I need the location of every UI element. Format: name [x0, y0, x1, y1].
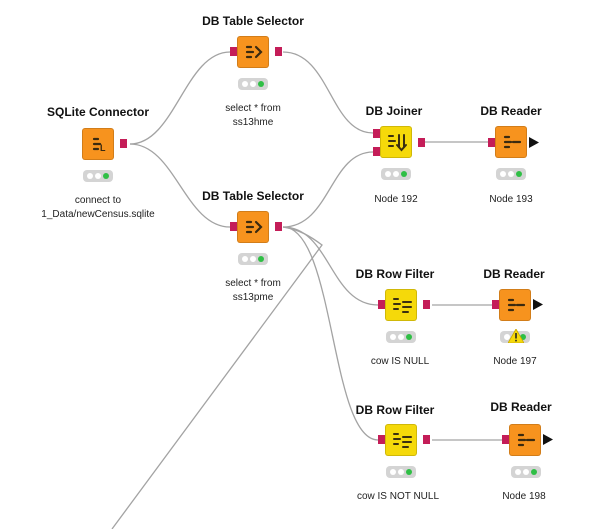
- connection-selector2-to-offscreen: [111, 226, 323, 529]
- connection-selector2-to-filter1: [282, 226, 379, 306]
- output-port-db[interactable]: [423, 300, 430, 309]
- warning-icon[interactable]: [508, 329, 524, 343]
- output-port-db[interactable]: [120, 139, 127, 148]
- node-label: cow IS NULL: [370, 356, 430, 367]
- row-filter-icon: [393, 298, 412, 313]
- node-label: Node 198: [502, 491, 546, 502]
- status-indicator: [381, 168, 411, 180]
- node-title: SQLite Connector: [46, 105, 150, 119]
- connection-selector1-to-joiner: [282, 51, 374, 134]
- reader-icon: [507, 298, 526, 312]
- node-box[interactable]: [385, 424, 417, 456]
- reader-icon: [517, 433, 536, 447]
- status-indicator: [238, 253, 268, 265]
- node-label: cow IS NOT NULL: [356, 491, 440, 502]
- node-title: DB Table Selector: [202, 189, 304, 203]
- joiner-icon: [388, 134, 407, 152]
- node-title: DB Row Filter: [355, 403, 435, 417]
- node-title: DB Reader: [480, 104, 542, 118]
- node-box[interactable]: [380, 126, 412, 158]
- input-port-db[interactable]: [492, 300, 499, 309]
- output-port-data[interactable]: [533, 299, 543, 310]
- node-label-line2: 1_Data/newCensus.sqlite: [41, 209, 155, 220]
- node-box[interactable]: [495, 126, 527, 158]
- reader-icon: [503, 135, 522, 149]
- input-port-db-right[interactable]: [373, 147, 380, 156]
- status-indicator: [386, 466, 416, 478]
- status-indicator: [238, 78, 268, 90]
- connection-selector2-to-joiner: [282, 151, 374, 228]
- node-label-line2: ss13hme: [232, 117, 274, 128]
- database-connector-icon: L: [92, 137, 106, 153]
- node-label: Node 197: [493, 356, 537, 367]
- node-title: DB Row Filter: [355, 267, 435, 281]
- output-port-db[interactable]: [418, 138, 425, 147]
- input-port-db[interactable]: [488, 138, 495, 147]
- node-title: DB Joiner: [365, 104, 423, 118]
- output-port-data[interactable]: [529, 137, 539, 148]
- node-label-line1: select * from: [225, 103, 281, 114]
- table-selector-icon: [245, 45, 263, 59]
- node-label: Node 193: [489, 194, 533, 205]
- input-port-db[interactable]: [502, 435, 509, 444]
- node-box[interactable]: [509, 424, 541, 456]
- row-filter-icon: [393, 433, 412, 448]
- node-box[interactable]: [385, 289, 417, 321]
- output-port-db[interactable]: [275, 47, 282, 56]
- input-port-db[interactable]: [378, 435, 385, 444]
- connection-connector-to-selector1: [129, 51, 231, 145]
- node-box[interactable]: [237, 211, 269, 243]
- input-port-db[interactable]: [378, 300, 385, 309]
- node-title: DB Reader: [483, 267, 545, 281]
- status-indicator: [511, 466, 541, 478]
- status-indicator: [496, 168, 526, 180]
- svg-text:L: L: [100, 143, 106, 153]
- connection-connector-to-selector2: [129, 143, 231, 228]
- node-box[interactable]: [237, 36, 269, 68]
- output-port-db[interactable]: [275, 222, 282, 231]
- input-port-db-left[interactable]: [373, 129, 380, 138]
- output-port-db[interactable]: [423, 435, 430, 444]
- input-port-db[interactable]: [230, 47, 237, 56]
- input-port-db[interactable]: [230, 222, 237, 231]
- node-label-line1: select * from: [225, 278, 281, 289]
- node-title: DB Table Selector: [202, 14, 304, 28]
- node-title: DB Reader: [490, 400, 552, 414]
- node-label: Node 192: [374, 194, 418, 205]
- status-indicator: [83, 170, 113, 182]
- node-label-line2: ss13pme: [232, 292, 274, 303]
- connection-selector2-to-filter2: [282, 226, 379, 441]
- status-indicator: [386, 331, 416, 343]
- output-port-data[interactable]: [543, 434, 553, 445]
- table-selector-icon: [245, 220, 263, 234]
- node-box[interactable]: [499, 289, 531, 321]
- node-label-line1: connect to: [74, 195, 122, 206]
- node-box[interactable]: L: [82, 128, 114, 160]
